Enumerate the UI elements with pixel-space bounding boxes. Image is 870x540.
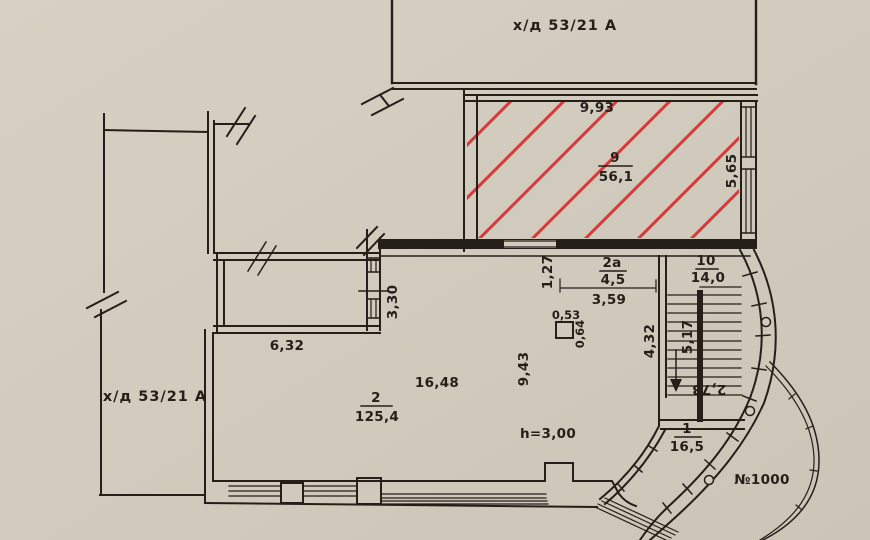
left-boundary (85, 113, 210, 496)
room10-number: 10 (696, 253, 715, 269)
curved-facade (638, 248, 820, 540)
house-number-label: №1000 (734, 472, 789, 488)
dim-0-64: 0,64 (573, 320, 587, 348)
dim-6-32: 6,32 (270, 338, 305, 354)
room1-area: 16,5 (670, 439, 705, 455)
room10-area: 14,0 (691, 270, 726, 286)
upper-left-walls (207, 106, 390, 334)
room2a-label: 2а 4,5 (599, 255, 627, 288)
room2-label: 2 125,4 (355, 390, 399, 425)
dim-1-27: 1,27 (540, 255, 556, 290)
room2a-area: 4,5 (601, 272, 626, 288)
dim-0-53: 0,53 (552, 308, 580, 322)
room9-walls (463, 88, 758, 252)
room2-number: 2 (371, 390, 381, 406)
dim-5-65: 5,65 (724, 154, 740, 189)
dim-9-93: 9,93 (580, 100, 615, 116)
room10-label: 10 14,0 (691, 253, 726, 286)
dim-4-32: 4,32 (642, 324, 658, 359)
room1-label: 1 16,5 (670, 421, 705, 455)
room2a-number: 2а (602, 255, 621, 271)
left-parcel-label: х/д 53/21 А (103, 389, 207, 405)
dim-5-17: 5,17 (680, 320, 696, 355)
room9-label: 9 56,1 (598, 150, 634, 185)
top-parcel-label: х/д 53/21 А (513, 18, 617, 34)
room9-hatch (467, 102, 739, 238)
dim-3-59: 3,59 (592, 292, 627, 308)
room9-number: 9 (610, 150, 620, 166)
dim-2-73: 2,73 (692, 381, 727, 397)
ceiling-height-note: h=3,00 (520, 426, 576, 442)
dim-16-48: 16,48 (415, 375, 459, 391)
room2-walls (203, 321, 679, 540)
room9-area: 56,1 (599, 169, 634, 185)
dim-3-30: 3,30 (385, 285, 401, 320)
dim-line-3-59 (559, 278, 657, 293)
room1-number: 1 (682, 421, 692, 437)
room9-bottom-wall (378, 239, 757, 257)
staircase (658, 255, 745, 430)
dim-9-43: 9,43 (516, 352, 532, 387)
top-building-walls (360, 0, 758, 117)
room2-area: 125,4 (355, 409, 399, 425)
